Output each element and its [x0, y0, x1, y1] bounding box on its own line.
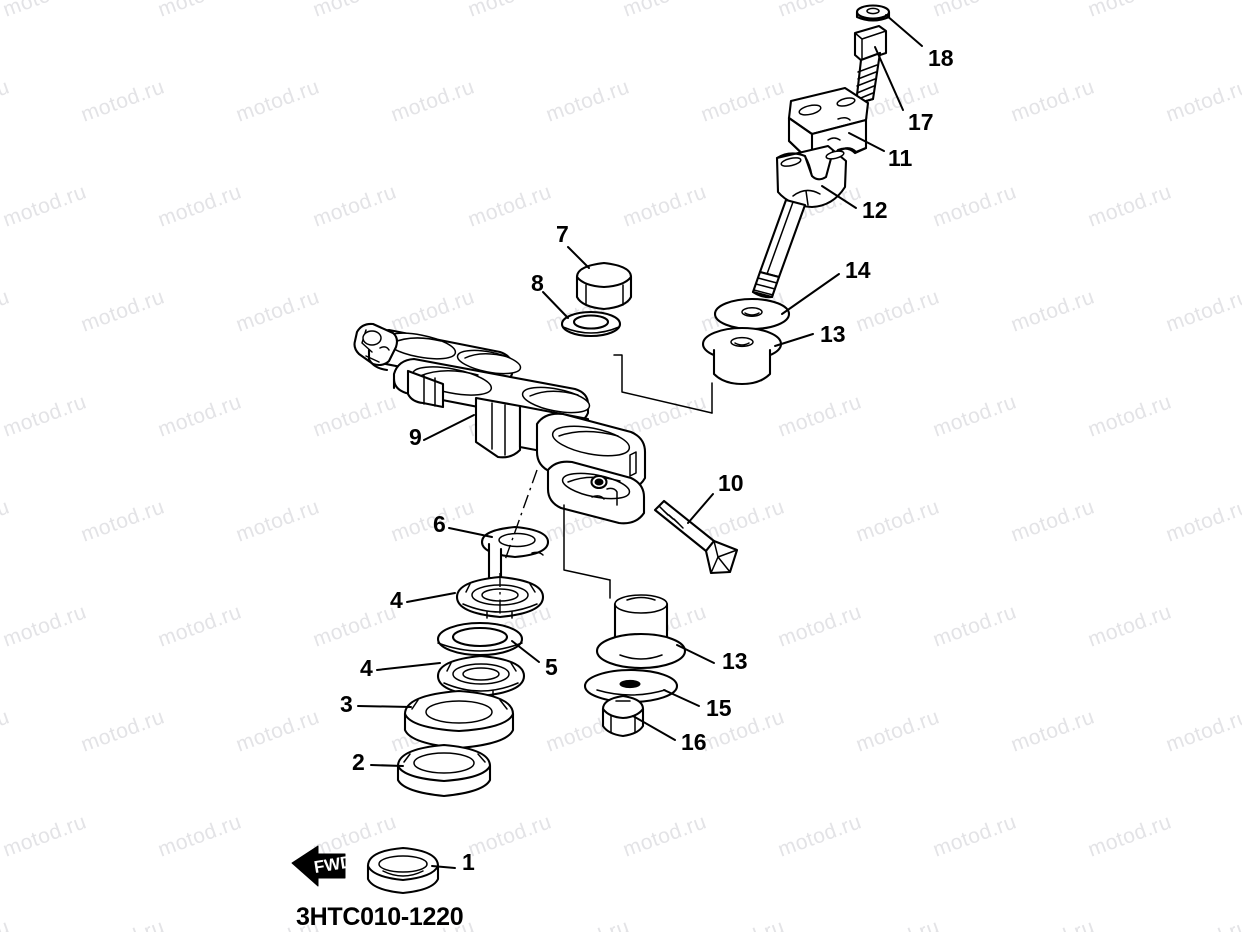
part-18-bolt-washer	[855, 4, 891, 22]
callout-6: 6	[433, 511, 446, 537]
callout-13-lower: 13	[722, 648, 748, 674]
callout-12: 12	[862, 197, 888, 223]
part-4-ball-bearing-upper	[455, 575, 545, 619]
part-16-holder-nut	[601, 694, 645, 738]
part-9-upper-bracket-triple-clamp	[353, 322, 647, 525]
callout-7: 7	[556, 221, 569, 247]
callout-13-upper: 13	[820, 321, 846, 347]
diagram-part-number: 3HTC010-1220	[296, 903, 464, 931]
callout-10: 10	[718, 470, 744, 496]
part-3-bearing-ball-race	[403, 689, 515, 750]
callout-5: 5	[545, 654, 558, 680]
part-12-handlebar-lower-holder	[751, 144, 848, 299]
part-4-ball-bearing-lower	[436, 654, 526, 698]
callout-1: 1	[462, 849, 475, 875]
part-2-lower-bearing-race	[396, 743, 492, 798]
callout-18: 18	[928, 45, 954, 71]
callout-8: 8	[531, 270, 544, 296]
callout-14: 14	[845, 257, 871, 283]
part-7-steering-stem-nut	[575, 261, 633, 311]
callout-4-upper: 4	[390, 587, 403, 613]
callout-15: 15	[706, 695, 732, 721]
callout-17: 17	[908, 109, 934, 135]
part-13-rubber-damper-upper	[701, 326, 783, 386]
part-10-pinch-bolt	[653, 499, 739, 575]
callout-11: 11	[888, 145, 913, 171]
fwd-direction-marker: FWD	[291, 845, 354, 887]
callout-4-lower: 4	[360, 655, 373, 681]
callout-9: 9	[409, 424, 422, 450]
part-13-rubber-damper-lower	[595, 594, 687, 670]
callout-2: 2	[352, 749, 365, 775]
part-1-dust-seal-cover	[366, 846, 440, 895]
part-6-bearing-cover	[480, 525, 550, 581]
leader-lines	[357, 14, 923, 869]
part-14-plain-washer	[713, 297, 791, 331]
callout-16: 16	[681, 729, 707, 755]
stem-centerline	[499, 469, 538, 617]
assembly-connector-lines	[563, 354, 713, 599]
callout-3: 3	[340, 691, 353, 717]
part-8-lock-washer	[560, 310, 622, 338]
part-5-bearing-race-ring	[436, 621, 524, 657]
